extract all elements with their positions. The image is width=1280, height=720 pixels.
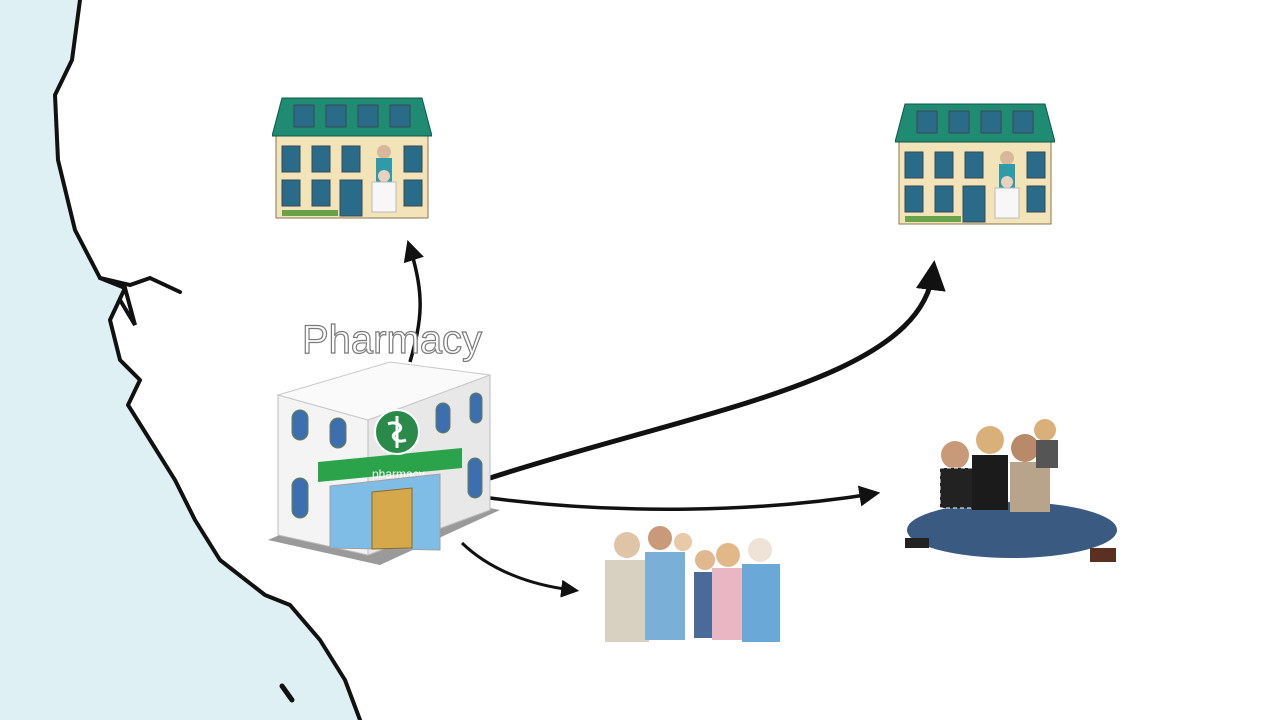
family-sitting (905, 419, 1117, 562)
coast-line (53, 0, 362, 720)
family-standing (605, 526, 780, 642)
coastline-map (0, 0, 362, 720)
pharmacy-label: Pharmacy (301, 317, 483, 362)
arrows (403, 239, 946, 598)
arrow-to-family-standing (460, 541, 580, 598)
care-home-right (895, 103, 1055, 225)
coast-island (279, 683, 295, 703)
arrow-to-care-home-left (403, 239, 424, 363)
arrow-to-care-home-right (489, 260, 946, 481)
care-home-left (272, 97, 432, 219)
pharmacy-building: pharmacy (268, 361, 500, 565)
coast-inlet (98, 275, 182, 327)
arrow-to-family-sitting (489, 485, 881, 512)
sea-area (0, 0, 360, 720)
